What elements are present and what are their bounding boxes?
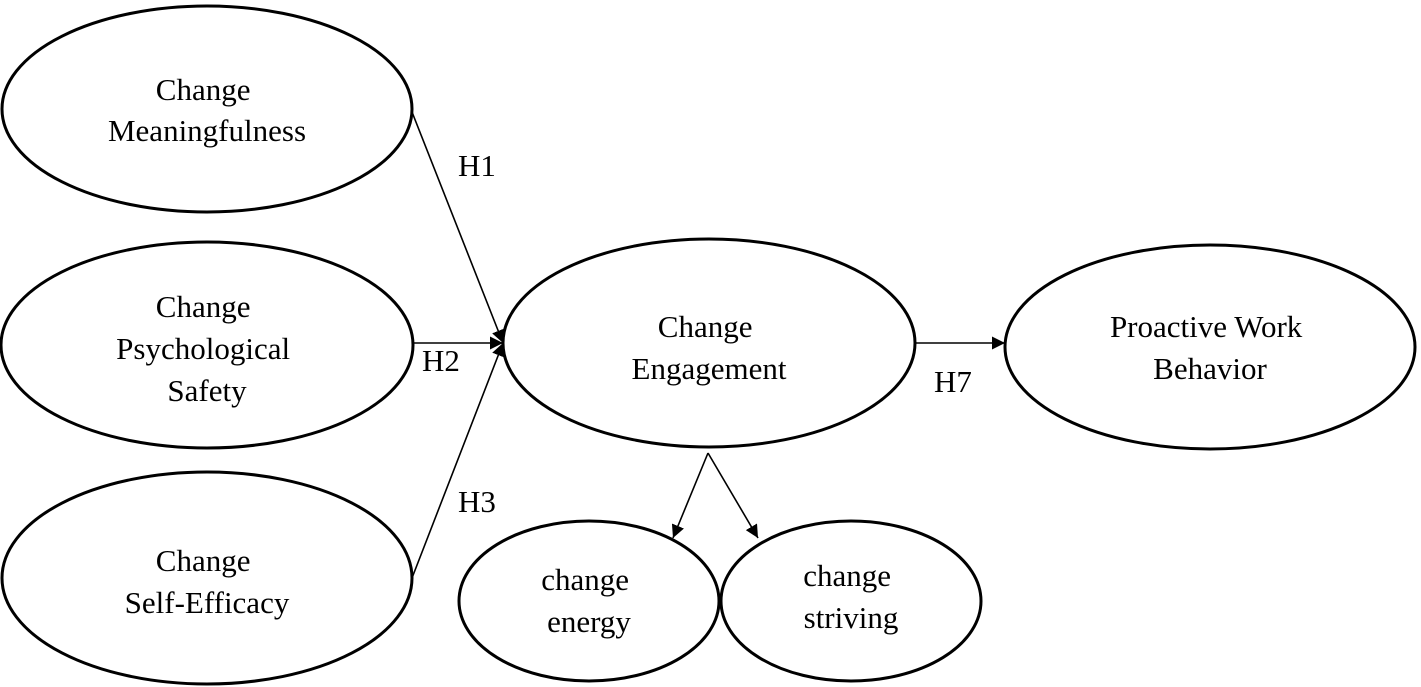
node-change-striving: change striving	[719, 519, 983, 683]
node-change-engagement-ellipse	[501, 237, 917, 449]
node-change-self-efficacy-ellipse	[0, 470, 414, 686]
svg-text:change striving: change striving	[803, 558, 899, 635]
svg-text:Proactive Work Behavior: Proactive Work Behavior	[1110, 309, 1310, 386]
node-change-psychological-safety: Change Psychological Safety	[0, 240, 415, 450]
node-change-energy: change energy	[457, 519, 721, 683]
edge-engagement-energy	[671, 452, 709, 539]
edge-engagement-striving	[707, 452, 759, 539]
node-change-striving-line-2: striving	[804, 600, 899, 635]
node-change-psychological-safety-ellipse	[0, 240, 415, 450]
node-proactive-work-behavior: Proactive Work Behavior	[1003, 243, 1417, 451]
svg-text:change energy: change energy	[541, 562, 637, 639]
node-change-striving-line-1: change	[803, 558, 891, 593]
edge-h7: H7	[915, 336, 1005, 399]
node-change-self-efficacy: Change Self-Efficacy	[0, 470, 414, 686]
edge-h2: H2	[413, 336, 503, 378]
edge-h3-label: H3	[458, 484, 496, 519]
svg-text:Change Self-Efficacy: Change Self-Efficacy	[125, 543, 290, 620]
node-change-meaningfulness: Change Meaningfulness	[0, 4, 414, 214]
node-change-psychological-safety-line-3: Safety	[167, 373, 247, 408]
node-change-energy-line-1: change	[541, 562, 629, 597]
node-change-engagement-line-1: Change	[658, 309, 753, 344]
edge-engagement-striving-line	[707, 452, 759, 539]
node-change-engagement: Change Engagement	[501, 237, 917, 449]
node-change-psychological-safety-line-1: Change	[156, 289, 251, 324]
node-change-psychological-safety-line-2: Psychological	[116, 331, 290, 366]
svg-text:Change Psychological: Change Psychological Safety	[116, 289, 298, 408]
node-proactive-work-behavior-line-1: Proactive Work	[1110, 309, 1303, 344]
node-change-self-efficacy-line-2: Self-Efficacy	[125, 585, 290, 620]
svg-text:Change Meaningfulness: Change Meaningfulness	[108, 72, 306, 148]
node-change-meaningfulness-line-1: Change	[156, 72, 251, 107]
node-proactive-work-behavior-line-2: Behavior	[1153, 351, 1267, 386]
node-change-meaningfulness-line-2: Meaningfulness	[108, 113, 306, 148]
edge-h1-line	[411, 111, 505, 344]
node-change-energy-ellipse	[457, 519, 721, 683]
node-change-self-efficacy-line-1: Change	[156, 543, 251, 578]
edge-engagement-energy-line	[671, 452, 709, 539]
edge-h7-label: H7	[934, 364, 972, 399]
edge-h1: H1	[411, 111, 505, 344]
edge-h3: H3	[411, 342, 505, 579]
node-change-energy-line-2: energy	[547, 604, 631, 639]
node-change-striving-ellipse	[719, 519, 983, 683]
node-proactive-work-behavior-ellipse	[1003, 243, 1417, 451]
edge-h2-label: H2	[422, 343, 460, 378]
node-change-engagement-line-2: Engagement	[632, 351, 787, 386]
edge-h3-line	[411, 342, 505, 579]
node-change-meaningfulness-ellipse	[0, 4, 414, 214]
svg-text:Change Engagement: Change Engagement	[632, 309, 787, 386]
edge-h1-label: H1	[458, 148, 496, 183]
